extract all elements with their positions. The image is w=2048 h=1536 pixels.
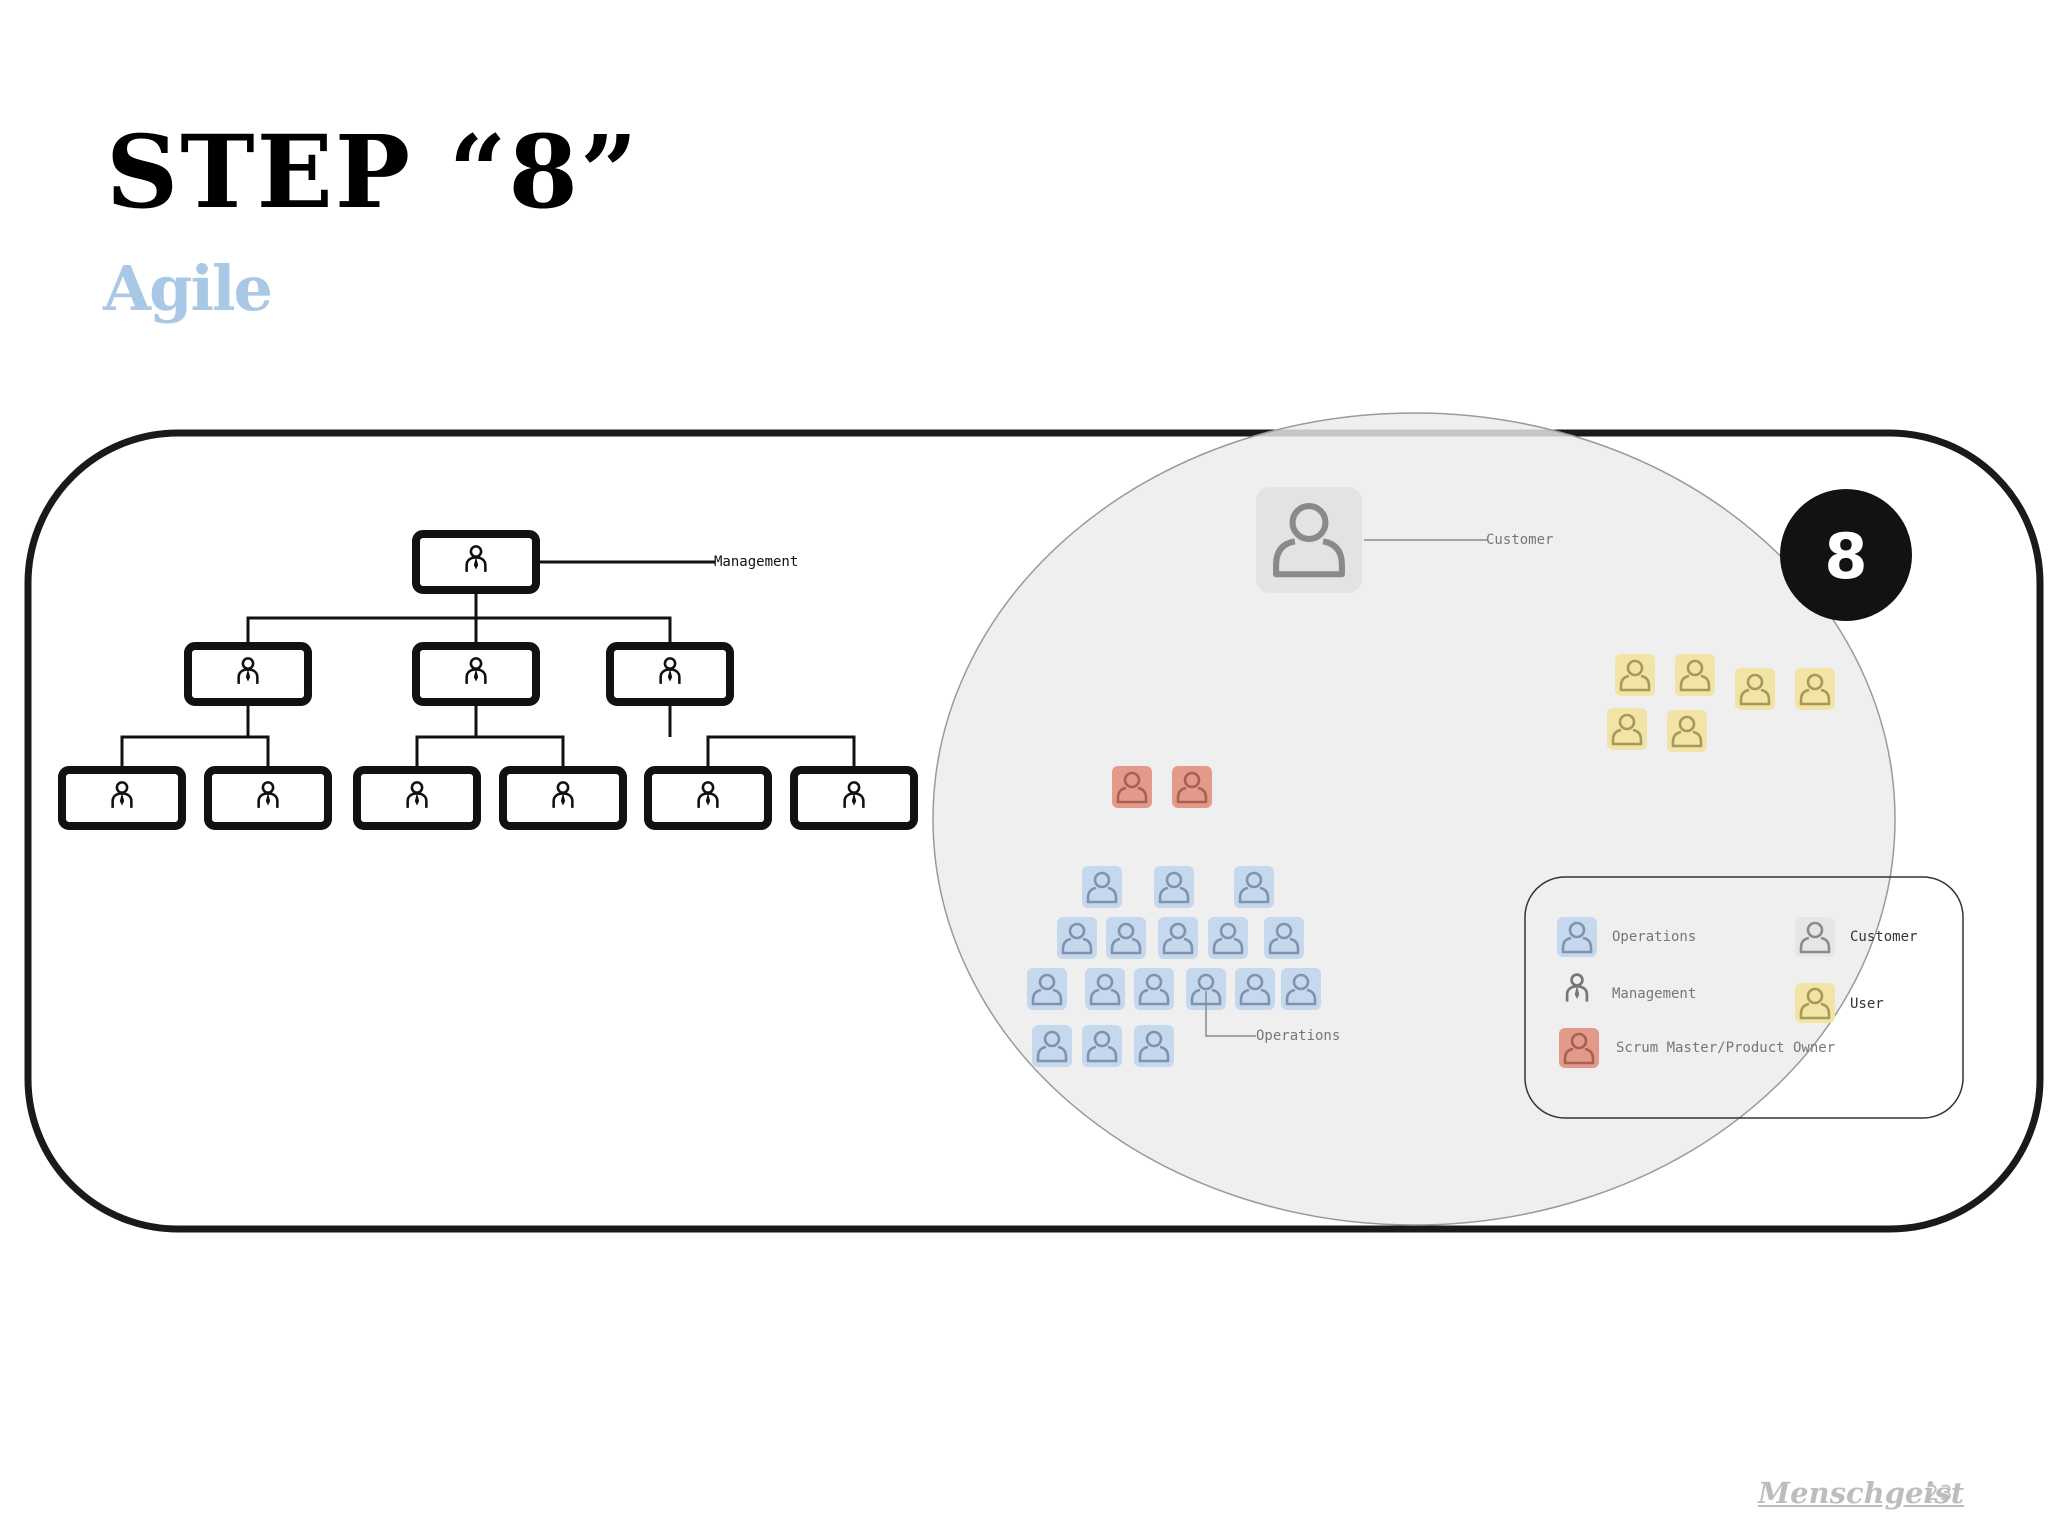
management-box xyxy=(499,766,627,830)
user-icon xyxy=(1735,668,1775,710)
operations-icon xyxy=(1186,968,1226,1010)
operations-icon xyxy=(1032,1025,1072,1067)
operations-icon xyxy=(1208,917,1248,959)
legend-box xyxy=(1524,876,1964,1119)
operations-icon xyxy=(1281,968,1321,1010)
page-subtitle: Agile xyxy=(103,252,273,325)
management-box xyxy=(790,766,918,830)
scrum-master-icon xyxy=(1112,766,1152,808)
step-badge: 8 xyxy=(1780,489,1912,621)
operations-icon xyxy=(1082,1025,1122,1067)
operations-icon xyxy=(1057,917,1097,959)
management-box xyxy=(412,530,540,594)
management-box xyxy=(184,642,312,706)
operations-icons xyxy=(1027,866,1321,1067)
operations-icon xyxy=(1027,968,1067,1010)
agile-circle xyxy=(932,412,1896,1226)
legend-user-label: User xyxy=(1850,996,1884,1012)
management-box xyxy=(606,642,734,706)
customer-node xyxy=(1256,487,1488,593)
hierarchy-connectors xyxy=(120,560,856,770)
operations-icon xyxy=(1134,1025,1174,1067)
legend: Operations Customer Management User Scru… xyxy=(1524,876,1964,1119)
user-icon xyxy=(1615,654,1655,696)
operations-icon xyxy=(1158,917,1198,959)
operations-icon xyxy=(1082,866,1122,908)
operations-icon xyxy=(1085,968,1125,1010)
operations-icon xyxy=(1235,968,1275,1010)
operations-icon xyxy=(1106,917,1146,959)
legend-management-label: Management xyxy=(1612,986,1696,1002)
management-box xyxy=(353,766,481,830)
user-icon xyxy=(1675,654,1715,696)
page-title: STEP “8” xyxy=(106,113,640,231)
management-label: Management xyxy=(714,554,798,570)
legend-customer-label: Customer xyxy=(1850,929,1917,945)
scrum-master-icons xyxy=(1112,766,1212,808)
operations-icon xyxy=(1234,866,1274,908)
customer-label: Customer xyxy=(1486,532,1553,548)
management-box xyxy=(204,766,332,830)
page-number: 23 xyxy=(1926,1481,1954,1505)
legend-operations-label: Operations xyxy=(1612,929,1696,945)
management-box xyxy=(58,766,186,830)
management-box xyxy=(412,642,540,706)
operations-connector xyxy=(1205,991,1256,1037)
operations-icon xyxy=(1264,917,1304,959)
management-box xyxy=(644,766,772,830)
footer-brand: Menschgeist xyxy=(1758,1476,1965,1510)
management-boxes xyxy=(58,530,918,830)
user-icon xyxy=(1795,668,1835,710)
operations-icon xyxy=(1134,968,1174,1010)
user-icon xyxy=(1667,710,1707,752)
user-icons xyxy=(1607,654,1835,752)
user-icon xyxy=(1607,708,1647,750)
operations-label: Operations xyxy=(1256,1028,1340,1044)
scrum-master-icon xyxy=(1172,766,1212,808)
legend-scrum-master-label: Scrum Master/Product Owner xyxy=(1616,1040,1835,1056)
step-badge-number: 8 xyxy=(1824,520,1867,593)
operations-icon xyxy=(1154,866,1194,908)
